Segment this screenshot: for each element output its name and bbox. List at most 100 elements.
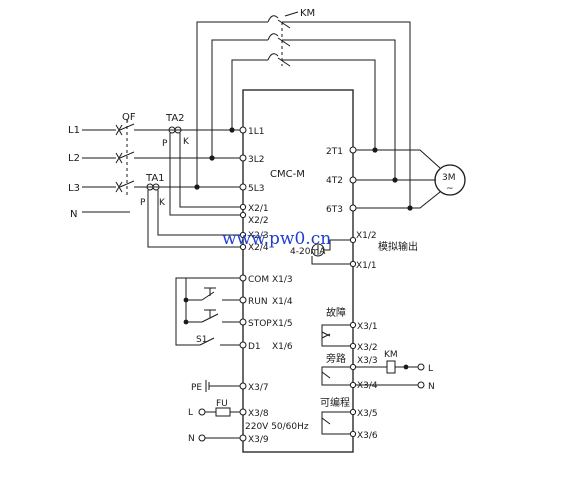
run-wire — [185, 278, 243, 301]
switch-label: S1 — [196, 335, 207, 345]
terminal-d1 — [239, 341, 247, 349]
control-name-d1: D1 — [248, 342, 261, 352]
km-blade-1 — [277, 19, 291, 29]
ta1-coil-b — [152, 183, 160, 191]
ct-ta2-label: TA2 — [165, 113, 185, 124]
contactor-label-leader — [284, 11, 299, 17]
s1-switch — [199, 337, 243, 346]
contactor-top-label: KM — [300, 8, 315, 19]
ta2-coil-b — [174, 126, 182, 134]
terminal-x1-1 — [349, 260, 357, 268]
fuse-label: FU — [216, 399, 228, 409]
prog-term-2: X3/6 — [357, 431, 378, 441]
terminal-stop — [239, 318, 247, 326]
bypass-loop-2 — [211, 39, 396, 180]
analog-wire-2 — [311, 256, 353, 265]
supply-rating: 220V 50/60Hz — [245, 422, 309, 432]
fault-term-1: X3/1 — [357, 322, 378, 332]
prog-contact-wire — [321, 411, 353, 435]
terminal-l-in — [198, 408, 206, 416]
terminal-x2-1 — [239, 203, 247, 211]
ct-ta1-label: TA1 — [145, 173, 165, 184]
qf-x3 — [115, 181, 123, 193]
qf-blade-2 — [119, 151, 135, 159]
control-common-bus — [175, 277, 243, 346]
control-term-d1: X1/6 — [272, 342, 293, 352]
output-terminal-1: 2T1 — [326, 147, 343, 157]
control-term-run: X1/4 — [272, 297, 293, 307]
terminal-x3-8 — [239, 408, 247, 416]
qf-blade-3 — [119, 180, 135, 188]
analog-term-1: X1/2 — [356, 231, 377, 241]
ct-terminal-1: X2/1 — [248, 204, 269, 214]
km-coil-symbol — [386, 360, 396, 374]
breaker-label: QF — [122, 112, 136, 123]
terminal-6t3 — [349, 204, 357, 212]
motor-wire-1 — [356, 149, 441, 169]
line-label-l2: L2 — [68, 153, 80, 164]
run-button — [201, 287, 216, 301]
ct-k1-label: K — [183, 137, 190, 147]
relay-bypass-caption: 旁路 — [326, 352, 346, 365]
terminal-x3-3 — [349, 363, 357, 371]
terminal-1l1 — [239, 126, 247, 134]
l-term: X3/8 — [248, 409, 269, 419]
km-contact-3 — [267, 53, 279, 61]
terminal-2t1 — [349, 146, 357, 154]
ct-p2-label: P — [140, 198, 146, 208]
km-blade-2 — [277, 37, 291, 47]
line-label-l1: L1 — [68, 125, 80, 136]
terminal-x3-6 — [349, 430, 357, 438]
bypass-loop-1 — [231, 59, 376, 150]
motor-symbol — [434, 164, 466, 196]
terminal-coil-n — [417, 381, 425, 389]
terminal-x3-9 — [239, 434, 247, 442]
terminal-5l3 — [239, 183, 247, 191]
ct-k2-label: K — [159, 198, 166, 208]
pe-wire — [205, 380, 243, 392]
stop-wire — [185, 300, 243, 323]
terminal-x2-4 — [239, 243, 247, 251]
pe-label: PE — [191, 383, 202, 393]
terminal-x3-5 — [349, 408, 357, 416]
analog-caption: 模拟输出 — [378, 240, 418, 253]
terminal-coil-l — [417, 363, 425, 371]
input-terminal-1: 1L1 — [248, 127, 264, 137]
input-terminal-2: 3L2 — [248, 155, 264, 165]
stop-button — [201, 309, 219, 323]
qf-x2 — [115, 152, 123, 164]
bypass-contact — [321, 371, 331, 379]
prog-term-1: X3/5 — [357, 409, 378, 419]
junction-coil — [403, 364, 409, 370]
power-n-label: N — [188, 434, 195, 444]
km-contact-1 — [267, 15, 279, 23]
fault-term-2: X3/2 — [357, 343, 378, 353]
ta2-k-wire — [179, 133, 240, 208]
ta1-p-wire — [147, 190, 240, 248]
controller-model: CMC-M — [270, 169, 305, 180]
relay-coil-n: N — [428, 382, 435, 392]
output-terminal-3: 6T3 — [326, 205, 343, 215]
bypass-loop-3 — [196, 21, 411, 208]
qf-x1 — [115, 124, 123, 136]
analog-term-2: X1/1 — [356, 261, 377, 271]
control-term-com: X1/3 — [272, 275, 293, 285]
terminal-x3-2 — [349, 342, 357, 350]
km-blade-3 — [277, 57, 291, 67]
control-name-run: RUN — [248, 297, 268, 307]
control-name-com: COM — [248, 275, 269, 285]
terminal-x2-3 — [239, 231, 247, 239]
output-terminal-2: 4T2 — [326, 176, 343, 186]
relay-coil-label: KM — [384, 350, 398, 360]
relay-coil-l: L — [428, 364, 433, 374]
ct-terminal-4: X2/4 — [248, 243, 269, 253]
terminal-com — [239, 274, 247, 282]
terminal-n-in — [198, 434, 206, 442]
bypass-term-2: X3/4 — [357, 381, 378, 391]
km-contact-2 — [267, 33, 279, 41]
terminal-x3-7 — [239, 382, 247, 390]
fuse-symbol — [215, 407, 231, 417]
terminal-run — [239, 296, 247, 304]
junction-l1 — [229, 127, 235, 133]
